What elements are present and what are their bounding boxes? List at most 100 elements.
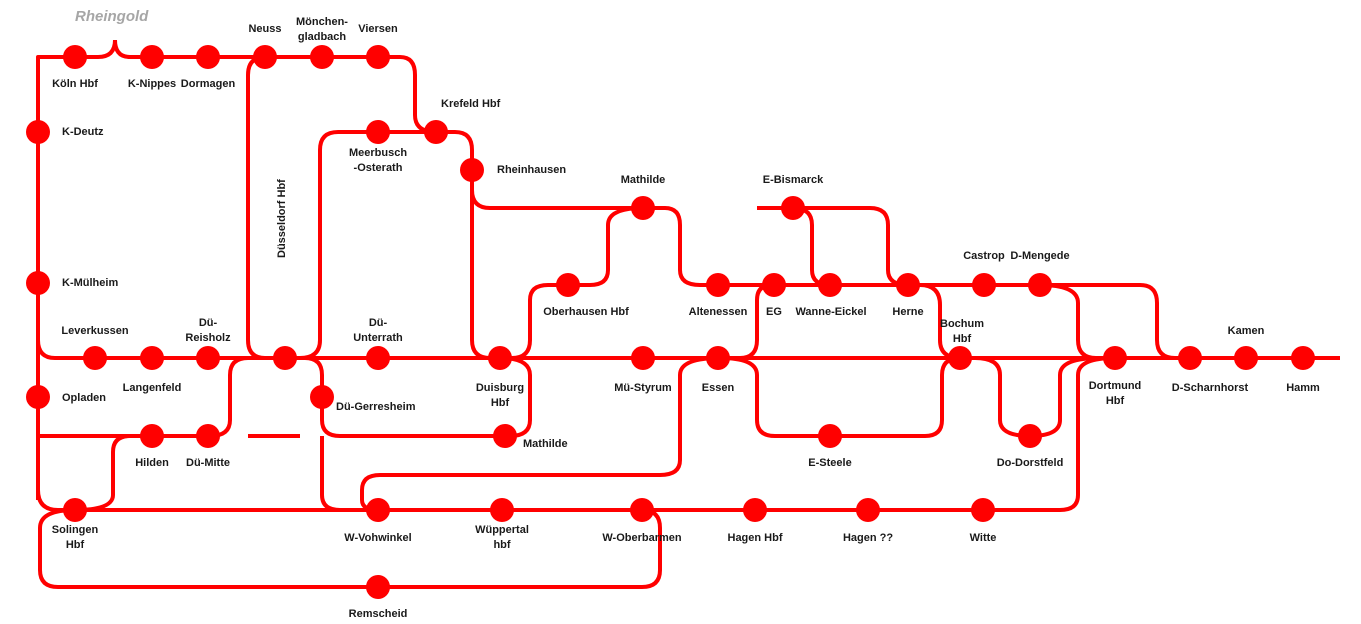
- station-dot-duisburg-hbf[interactable]: [488, 346, 512, 370]
- station-label-oberhausen-hbf: Oberhausen Hbf: [543, 306, 629, 318]
- station-dot-altenessen[interactable]: [706, 273, 730, 297]
- station-label-e-steele: E-Steele: [808, 457, 852, 469]
- station-label-k-nippes: K-Nippes: [127, 78, 177, 90]
- station-dot-viersen[interactable]: [366, 45, 390, 69]
- station-dot-w-oberbarmen[interactable]: [630, 498, 654, 522]
- station-label-wanne-eickel: Wanne-Eickel: [795, 306, 867, 318]
- station-dot-leverkussen[interactable]: [83, 346, 107, 370]
- station-dot-e-bismarck[interactable]: [781, 196, 805, 220]
- station-label-altenessen: Altenessen: [688, 306, 748, 318]
- station-label-e-bismarck: E-Bismarck: [762, 174, 824, 186]
- station-dot-witte[interactable]: [971, 498, 995, 522]
- station-dot-opladen[interactable]: [26, 385, 50, 409]
- station-label-hamm: Hamm: [1286, 382, 1320, 394]
- station-dot-dortmund-hbf[interactable]: [1103, 346, 1127, 370]
- track-segment: [36, 339, 1340, 360]
- track-segment: [304, 356, 532, 438]
- station-dot-bochum-hbf[interactable]: [948, 346, 972, 370]
- station-label-eg: EG: [766, 306, 782, 318]
- station-dot-herne[interactable]: [896, 273, 920, 297]
- station-label-opladen: Opladen: [62, 392, 107, 404]
- station-label-d-mengede: D-Mengede: [1010, 250, 1070, 262]
- station-dot-mue-styrum[interactable]: [631, 346, 655, 370]
- station-dot-moenchengladbach[interactable]: [310, 45, 334, 69]
- station-label-mathilde-bottom: Mathilde: [523, 438, 568, 450]
- station-dot-k-muelheim[interactable]: [26, 271, 50, 295]
- station-label-w-vohwinkel: W-Vohwinkel: [344, 532, 412, 544]
- station-label-mue-styrum: Mü-Styrum: [614, 382, 672, 394]
- station-dot-meerbusch[interactable]: [366, 120, 390, 144]
- station-label-mathilde-top: Mathilde: [620, 174, 666, 186]
- station-label-essen: Essen: [701, 382, 735, 394]
- station-dot-due-unterrath[interactable]: [366, 346, 390, 370]
- station-dot-wuppertal-hbf[interactable]: [490, 498, 514, 522]
- station-label-k-deutz: K-Deutz: [62, 126, 104, 138]
- map-title: Rheingold: [75, 8, 149, 25]
- station-dot-essen[interactable]: [706, 346, 730, 370]
- station-label-hagen-unknown: Hagen ??: [842, 532, 894, 544]
- station-label-herne: Herne: [892, 306, 924, 318]
- station-dot-castrop[interactable]: [972, 273, 996, 297]
- station-dot-solingen-hbf[interactable]: [63, 498, 87, 522]
- station-label-due-gerresheim: Dü-Gerresheim: [336, 401, 416, 413]
- station-label-rheinhausen: Rheinhausen: [497, 164, 567, 176]
- station-dot-hagen-unknown[interactable]: [856, 498, 880, 522]
- station-label-kamen: Kamen: [1227, 325, 1265, 337]
- station-dot-hilden[interactable]: [140, 424, 164, 448]
- station-label-w-oberbarmen: W-Oberbarmen: [602, 532, 682, 544]
- station-label-meerbusch: Meerbusch-Osterath: [348, 147, 408, 174]
- station-dot-mathilde-bottom[interactable]: [493, 424, 517, 448]
- station-dot-k-deutz[interactable]: [26, 120, 50, 144]
- station-dot-hagen-hbf[interactable]: [743, 498, 767, 522]
- station-dot-eg[interactable]: [762, 273, 786, 297]
- station-label-do-dorstfeld: Do-Dorstfeld: [996, 457, 1064, 469]
- station-dot-due-reisholz[interactable]: [196, 346, 220, 370]
- station-dot-rheinhausen[interactable]: [460, 158, 484, 182]
- track-segment: [318, 130, 491, 360]
- track-segment: [792, 206, 831, 287]
- station-dot-krefeld-hbf[interactable]: [424, 120, 448, 144]
- station-dot-due-gerresheim[interactable]: [310, 385, 334, 409]
- track-segment: [470, 189, 961, 360]
- station-dot-dormagen[interactable]: [196, 45, 220, 69]
- station-label-k-muelheim: K-Mülheim: [62, 277, 119, 289]
- station-dot-wanne-eickel[interactable]: [818, 273, 842, 297]
- station-label-langenfeld: Langenfeld: [122, 382, 182, 394]
- station-dot-mathilde-top[interactable]: [631, 196, 655, 220]
- station-label-krefeld-hbf: Krefeld Hbf: [441, 98, 501, 110]
- station-dot-w-vohwinkel[interactable]: [366, 498, 390, 522]
- station-dot-duesseldorf-hbf[interactable]: [273, 346, 297, 370]
- station-label-moenchengladbach: Mönchen-gladbach: [296, 16, 348, 43]
- station-dot-neuss[interactable]: [253, 45, 277, 69]
- station-dot-hamm[interactable]: [1291, 346, 1315, 370]
- station-label-koeln-hbf: Köln Hbf: [52, 78, 98, 90]
- track-segment: [38, 508, 662, 589]
- station-dot-e-steele[interactable]: [818, 424, 842, 448]
- station-dot-d-scharnhorst[interactable]: [1178, 346, 1202, 370]
- track-segment: [908, 283, 1176, 360]
- station-label-duesseldorf-hbf: Düsseldorf Hbf: [276, 179, 288, 258]
- station-dot-remscheid[interactable]: [366, 575, 390, 599]
- station-label-hilden: Hilden: [135, 457, 169, 469]
- track-segment: [299, 150, 322, 360]
- station-label-due-unterrath: Dü-Unterrath: [353, 317, 403, 344]
- station-dot-kamen[interactable]: [1234, 346, 1258, 370]
- station-dot-do-dorstfeld[interactable]: [1018, 424, 1042, 448]
- station-label-witte: Witte: [969, 532, 997, 544]
- station-dot-koeln-hbf[interactable]: [63, 45, 87, 69]
- track-segment: [74, 434, 131, 512]
- track-segment: [113, 39, 437, 134]
- station-dot-d-mengede[interactable]: [1028, 273, 1052, 297]
- station-label-leverkussen: Leverkussen: [61, 325, 129, 337]
- track-segment: [320, 436, 341, 512]
- station-dot-due-mitte[interactable]: [196, 424, 220, 448]
- track-segment: [1039, 283, 1097, 360]
- station-dot-langenfeld[interactable]: [140, 346, 164, 370]
- station-dot-k-nippes[interactable]: [140, 45, 164, 69]
- station-dot-oberhausen-hbf[interactable]: [556, 273, 580, 297]
- station-label-due-mitte: Dü-Mitte: [186, 457, 230, 469]
